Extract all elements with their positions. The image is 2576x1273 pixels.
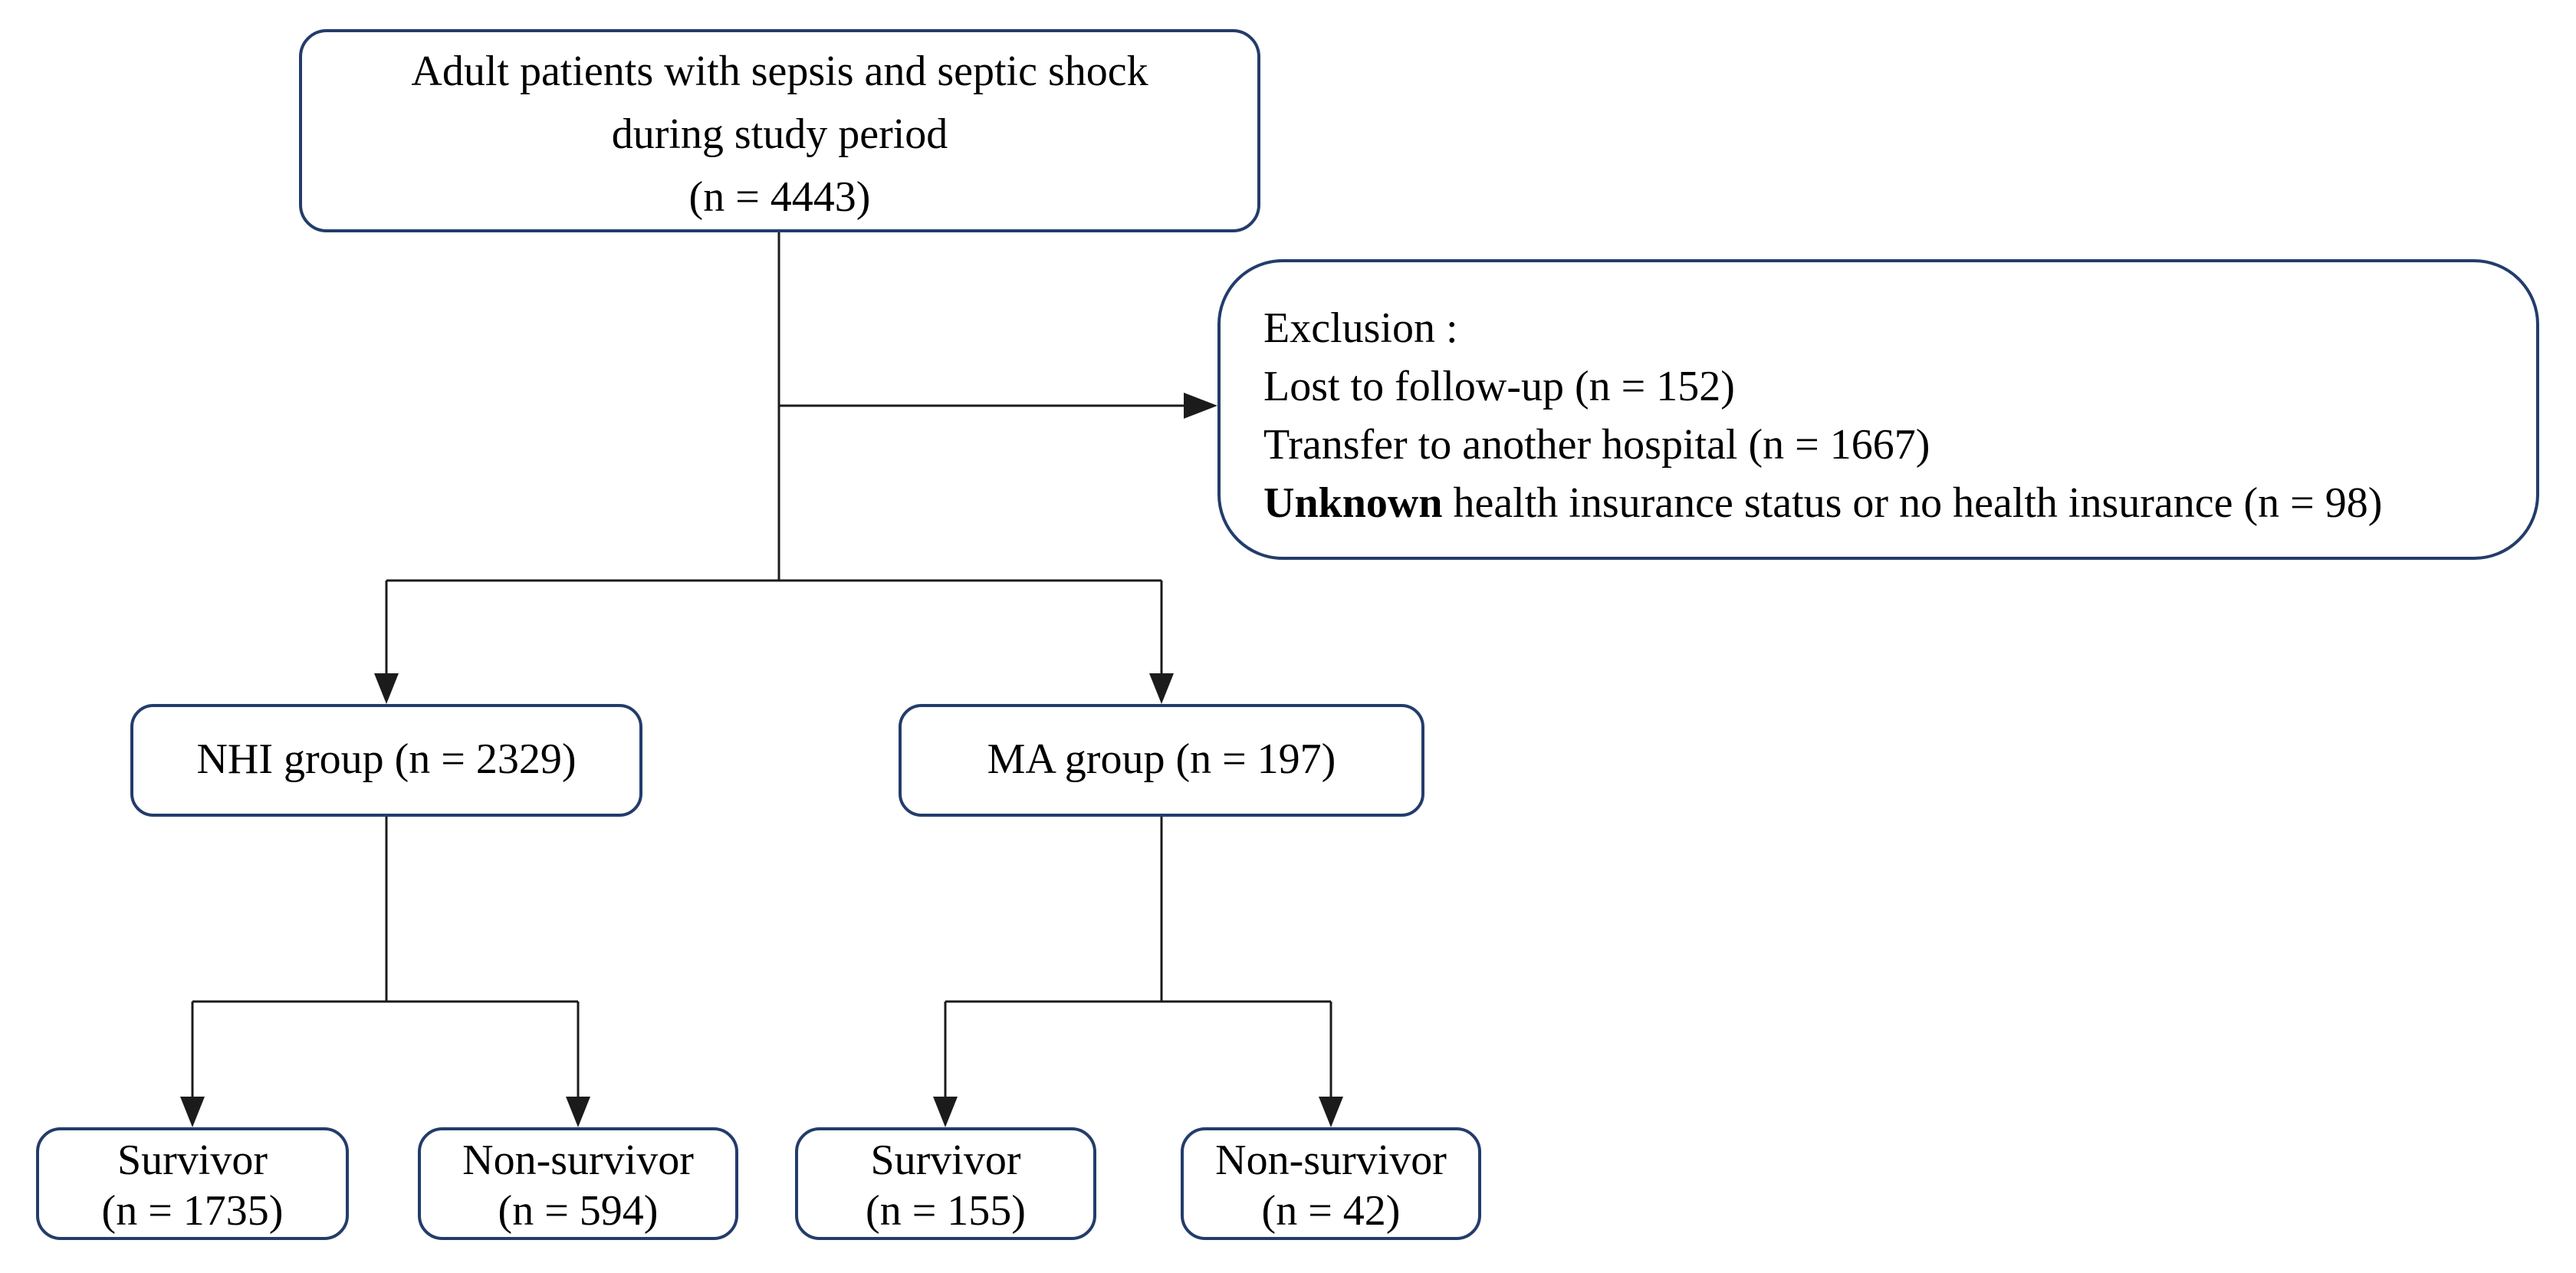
ma-nonsurvivor-count: (n = 42)	[1261, 1187, 1401, 1235]
ma-nonsurvivor-label: Non-survivor	[1215, 1136, 1447, 1184]
arrowhead-nhi-nonsurvivor	[566, 1097, 590, 1127]
exclusion-item-unknown-insurance: Unknown health insurance status or no he…	[1263, 474, 2513, 532]
exclusion-item-lost-to-followup: Lost to follow-up (n = 152)	[1263, 363, 1735, 410]
nhi-survivor-box: Survivor (n = 1735)	[36, 1127, 349, 1240]
nhi-nonsurvivor-count: (n = 594)	[498, 1187, 659, 1235]
nhi-survivor-count: (n = 1735)	[101, 1187, 284, 1235]
arrowhead-nhi-survivor	[180, 1097, 205, 1127]
arrowhead-nhi	[374, 673, 399, 704]
enrollment-count: (n = 4443)	[688, 173, 871, 221]
ma-survivor-label: Survivor	[870, 1136, 1021, 1184]
enrollment-box: Adult patients with sepsis and septic sh…	[299, 29, 1260, 232]
exclusion-unknown-rest: health insurance status or no health ins…	[1442, 479, 2383, 527]
exclusion-item-transfer: Transfer to another hospital (n = 1667)	[1263, 421, 1930, 469]
arrowhead-exclusion	[1184, 393, 1217, 419]
ma-survivor-count: (n = 155)	[866, 1187, 1026, 1235]
exclusion-unknown-bold: Unknown	[1263, 479, 1443, 527]
exclusion-heading: Exclusion :	[1263, 304, 1458, 352]
ma-group-label: MA group (n = 197)	[987, 735, 1336, 783]
arrowhead-ma	[1149, 673, 1174, 704]
ma-survivor-box: Survivor (n = 155)	[795, 1127, 1096, 1240]
nhi-nonsurvivor-label: Non-survivor	[462, 1136, 694, 1184]
nhi-group-label: NHI group (n = 2329)	[196, 735, 577, 783]
arrowhead-ma-survivor	[933, 1097, 958, 1127]
nhi-nonsurvivor-box: Non-survivor (n = 594)	[418, 1127, 738, 1240]
enrollment-line-2: during study period	[611, 110, 948, 158]
arrowhead-ma-nonsurvivor	[1319, 1097, 1343, 1127]
enrollment-line-1: Adult patients with sepsis and septic sh…	[411, 48, 1148, 95]
ma-group-box: MA group (n = 197)	[899, 704, 1424, 817]
nhi-group-box: NHI group (n = 2329)	[130, 704, 642, 817]
ma-nonsurvivor-box: Non-survivor (n = 42)	[1181, 1127, 1481, 1240]
exclusion-box: Exclusion : Lost to follow-up (n = 152) …	[1217, 259, 2539, 560]
nhi-survivor-label: Survivor	[117, 1136, 268, 1184]
